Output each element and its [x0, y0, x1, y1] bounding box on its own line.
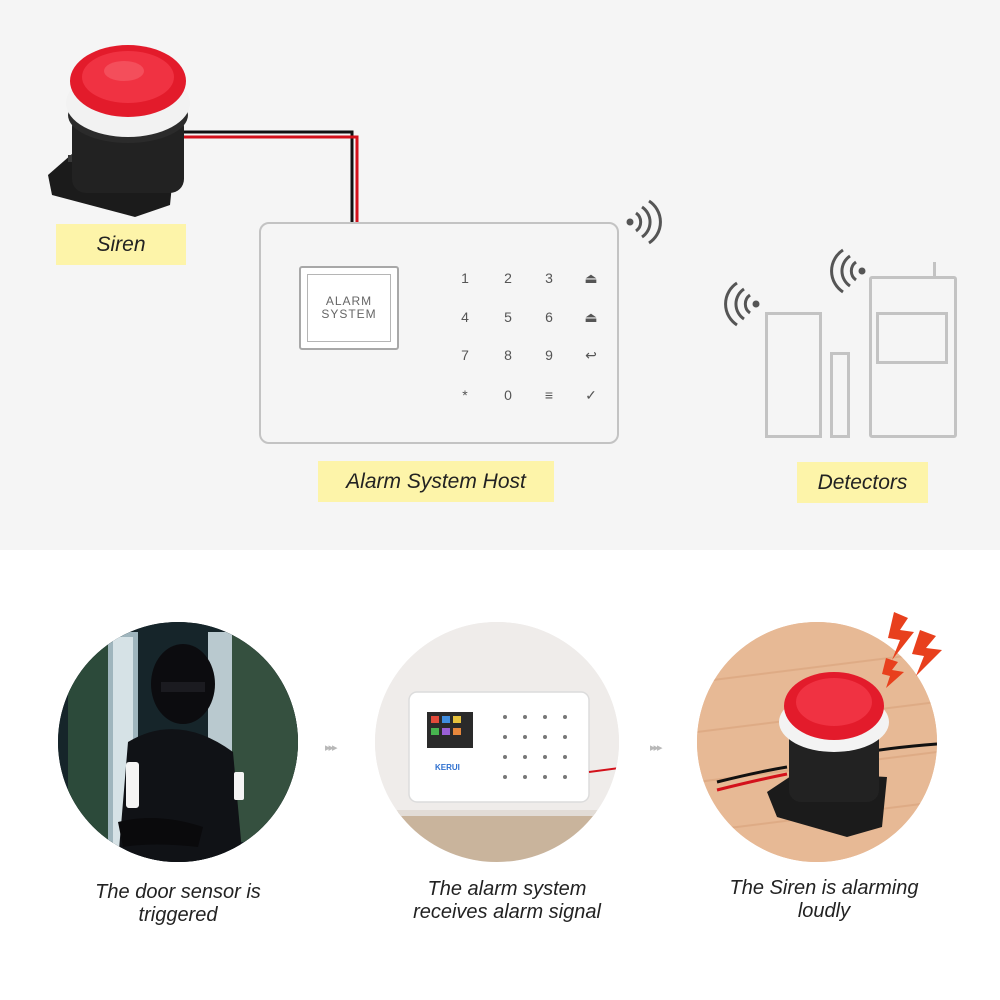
step-2-caption-line2: receives alarm signal	[413, 901, 601, 923]
step-2-caption-line1: The alarm system	[427, 878, 587, 900]
key-4[interactable]: 4	[461, 309, 469, 325]
key-2[interactable]: 2	[504, 270, 512, 286]
siren-image	[48, 45, 190, 217]
key-0[interactable]: 0	[504, 387, 512, 403]
host-screen-line1: ALARM	[325, 294, 373, 308]
detectors-label: Detectors	[797, 462, 928, 503]
door-sensor-wireless-icon	[724, 281, 760, 327]
key-1[interactable]: 1	[461, 270, 469, 286]
host-screen-line2: SYSTEM	[321, 307, 377, 321]
key-8[interactable]: 8	[504, 347, 512, 363]
alarm-burst-icon	[882, 612, 942, 688]
arm-key-icon[interactable]: ⏏	[584, 269, 598, 286]
host-wireless-icon	[626, 199, 662, 245]
brand-logo: KERUI	[435, 763, 460, 772]
siren-wire	[180, 130, 359, 222]
step-1-caption: The door sensor is triggered	[48, 881, 308, 927]
key-6[interactable]: 6	[545, 309, 553, 325]
step-1-caption-line1: The door sensor is	[95, 881, 261, 903]
step-arrow-2: ▸▸▸	[650, 742, 663, 754]
door-sensor-magnet	[830, 352, 850, 438]
step-3-caption-line1: The Siren is alarming	[729, 877, 919, 899]
menu-key-icon[interactable]: ≡	[544, 387, 554, 403]
host-label: Alarm System Host	[318, 461, 554, 502]
step-door-sensor-image	[58, 622, 298, 862]
key-7[interactable]: 7	[461, 347, 469, 363]
pir-lens	[876, 312, 948, 364]
key-5[interactable]: 5	[504, 309, 512, 325]
siren-label: Siren	[56, 224, 186, 265]
step-alarm-host-image: KERUI	[375, 622, 619, 862]
alarm-host-panel: ALARM SYSTEM 1 2 3 ⏏ 4 5 6 ⏏ 7 8 9 ↩ * 0…	[259, 222, 619, 444]
key-star[interactable]: *	[462, 387, 468, 403]
pir-wireless-icon	[830, 248, 866, 294]
disarm-key-icon[interactable]: ⏏	[584, 308, 598, 325]
key-9[interactable]: 9	[545, 347, 553, 363]
door-sensor-body	[765, 312, 822, 438]
pir-antenna	[933, 262, 936, 278]
back-key-icon[interactable]: ↩	[585, 346, 597, 363]
step-2-caption: The alarm system receives alarm signal	[377, 878, 637, 924]
step-arrow-1: ▸▸▸	[325, 742, 338, 754]
step-3-caption-line2: loudly	[797, 900, 851, 922]
host-screen: ALARM SYSTEM	[299, 266, 399, 350]
key-3[interactable]: 3	[545, 270, 553, 286]
confirm-key-icon[interactable]: ✓	[585, 386, 597, 403]
step-3-caption: The Siren is alarming loudly	[694, 877, 954, 923]
step-1-caption-line2: triggered	[138, 904, 218, 926]
